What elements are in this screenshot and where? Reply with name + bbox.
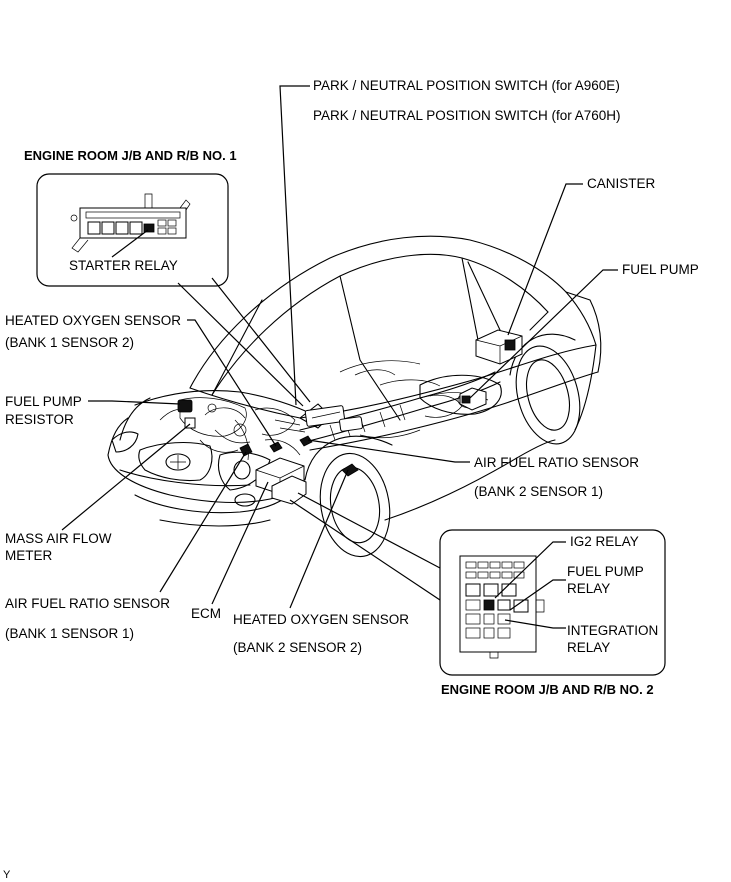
label-heated-oxygen-b2s2-sub: (BANK 2 SENSOR 2) <box>233 640 362 655</box>
label-fuel-pump-resistor-sub: RESISTOR <box>5 412 74 427</box>
label-fuel-pump: FUEL PUMP <box>622 262 699 277</box>
label-heated-oxygen-b1s2-sub: (BANK 1 SENSOR 2) <box>5 335 134 350</box>
label-integration-relay: INTEGRATION <box>567 623 658 638</box>
label-ecm: ECM <box>191 606 221 621</box>
label-mass-air-flow-sub: METER <box>5 548 53 563</box>
label-ig2-relay: IG2 RELAY <box>570 534 639 549</box>
label-heated-oxygen-b2s2: HEATED OXYGEN SENSOR <box>233 612 409 627</box>
jb-no2-inset <box>439 529 666 676</box>
label-air-fuel-b1s1: AIR FUEL RATIO SENSOR <box>5 596 170 611</box>
label-integration-relay-sub: RELAY <box>567 640 610 655</box>
label-park-switch-a760h: PARK / NEUTRAL POSITION SWITCH (for A760… <box>313 108 621 123</box>
corner-mark: Y <box>3 869 11 881</box>
label-fuel-pump-relay-sub: RELAY <box>567 581 610 596</box>
label-park-switch-a960e: PARK / NEUTRAL POSITION SWITCH (for A960… <box>313 78 620 93</box>
label-heated-oxygen-b1s2: HEATED OXYGEN SENSOR <box>5 313 181 328</box>
label-jb-no2-title: ENGINE ROOM J/B AND R/B NO. 2 <box>441 682 654 697</box>
jb-no1-inset <box>36 173 229 287</box>
label-air-fuel-b2s1-sub: (BANK 2 SENSOR 1) <box>474 484 603 499</box>
label-air-fuel-b1s1-sub: (BANK 1 SENSOR 1) <box>5 626 134 641</box>
leader-lines <box>61 85 618 609</box>
label-mass-air-flow: MASS AIR FLOW <box>5 531 112 546</box>
label-starter-relay: STARTER RELAY <box>69 258 178 273</box>
label-air-fuel-b2s1: AIR FUEL RATIO SENSOR <box>474 455 639 470</box>
label-canister: CANISTER <box>587 176 656 191</box>
label-fuel-pump-relay: FUEL PUMP <box>567 564 644 579</box>
vehicle-illustration <box>107 235 602 558</box>
label-jb-no1-title: ENGINE ROOM J/B AND R/B NO. 1 <box>24 148 237 163</box>
labels: PARK / NEUTRAL POSITION SWITCH (for A960… <box>3 78 699 881</box>
label-fuel-pump-resistor: FUEL PUMP <box>5 394 82 409</box>
